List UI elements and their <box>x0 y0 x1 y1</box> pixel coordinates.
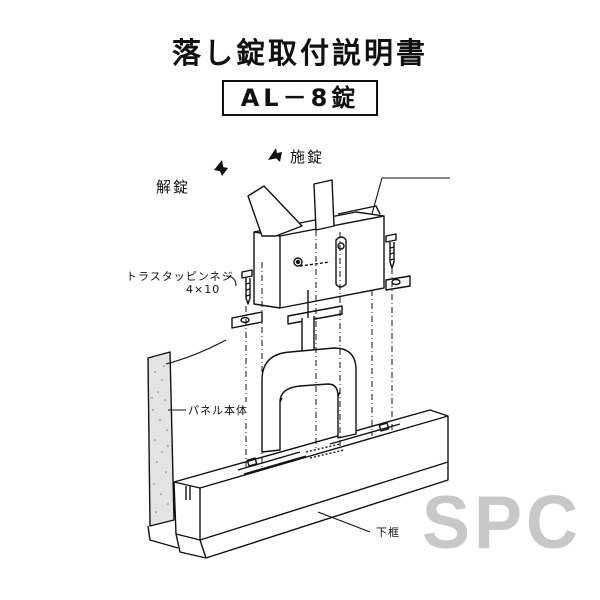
lock-arrow-icon <box>268 148 282 162</box>
bottom-frame <box>147 409 449 559</box>
unlock-arrow-icon <box>214 160 228 176</box>
leader-lines <box>165 177 450 533</box>
label-frame: 下框 <box>376 526 400 539</box>
label-panel: パネル本体 <box>186 402 250 418</box>
keeper <box>261 347 357 453</box>
label-unlock: 解錠 <box>156 178 191 196</box>
alignment-lines <box>245 230 393 470</box>
screw-right <box>385 233 397 269</box>
model-box: AL－8錠 <box>222 80 378 116</box>
rail-slots <box>305 443 345 459</box>
label-lock: 施錠 <box>290 148 325 166</box>
screw-left <box>241 269 253 305</box>
panel-body <box>147 351 175 527</box>
label-screw-size: 4×10 <box>186 283 221 296</box>
document-title: 落し錠取付説明書 <box>171 36 428 70</box>
lock-body <box>247 179 385 309</box>
label-screw-name: トラスタッピンネジ <box>126 270 234 283</box>
watermark-logo: SPC <box>422 481 583 565</box>
